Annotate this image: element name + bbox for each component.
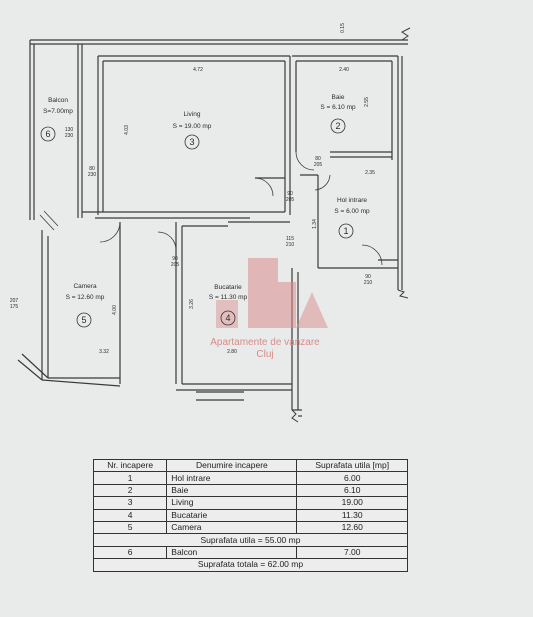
dim-living-width: 4.72 <box>193 67 203 73</box>
header-area: Suprafata utila [mp] <box>296 458 408 473</box>
area-table: Nr. incapere Denumire incapere Suprafata… <box>92 458 408 572</box>
cell-nr: 3 <box>92 496 168 510</box>
cell-nr: 4 <box>92 508 168 522</box>
dimension-labels: 4.72 4.03 2.40 2.55 2.35 1.34 3.32 4.00 … <box>10 23 375 355</box>
room-number-living: 3 <box>189 137 194 147</box>
table-row: 5 Camera 12.60 <box>92 520 408 535</box>
room-area-baie: S = 6.10 mp <box>320 104 356 111</box>
dim-living-height: 4.03 <box>124 125 130 135</box>
table-summary-util: Suprafata utila = 55.00 mp <box>93 533 408 547</box>
walls <box>17 39 408 417</box>
header-name: Denumire incapere <box>166 458 298 473</box>
header-nr: Nr. incapere <box>92 458 168 473</box>
dim-bucatarie-height: 3.26 <box>189 299 195 309</box>
cell-nr: 1 <box>92 471 168 485</box>
table-row: 6 Balcon 7.00 <box>92 545 408 560</box>
watermark-line1: Apartamente de vanzare <box>210 337 320 348</box>
watermark-line2: Cluj <box>256 349 273 360</box>
room-name-living: Living <box>184 111 201 118</box>
room-number-balcon: 6 <box>45 129 50 139</box>
cell-area: 7.00 <box>296 545 408 560</box>
dim-camera-height: 4.00 <box>112 305 118 315</box>
room-name-camera: Camera <box>73 283 97 290</box>
dim-baie-width: 2.40 <box>339 67 349 73</box>
cell-nr: 5 <box>92 520 168 535</box>
cell-name: Living <box>166 496 298 510</box>
room-number-hol: 1 <box>343 226 348 236</box>
cell-nr: 2 <box>92 483 168 498</box>
room-name-balcon: Balcon <box>48 97 68 104</box>
dim-hol-width: 2.35 <box>365 170 375 176</box>
room-area-balcon: S=7.00mp <box>43 108 73 115</box>
cell-name: Baie <box>166 483 298 498</box>
table-row: 2 Baie 6.10 <box>92 483 408 498</box>
dim-baie-height: 2.55 <box>364 97 370 107</box>
room-name-hol: Hol intrare <box>337 197 367 204</box>
room-area-living: S = 19.00 mp <box>173 123 212 130</box>
table-row: 1 Hol intrare 6.00 <box>92 471 408 485</box>
dim-hol-height: 1.34 <box>312 219 318 229</box>
table-row: 4 Bucatarie 11.30 <box>92 508 408 522</box>
room-area-hol: S = 6.00 mp <box>334 208 370 215</box>
room-name-bucatarie: Bucatarie <box>214 284 242 291</box>
cell-area: 6.10 <box>296 483 408 498</box>
cell-area: 12.60 <box>296 520 408 535</box>
room-area-camera: S = 12.60 mp <box>66 294 105 301</box>
cell-nr: 6 <box>92 545 168 560</box>
cell-area: 11.30 <box>296 508 408 522</box>
watermark: Apartamente de vanzare Cluj <box>210 258 328 360</box>
room-number-baie: 2 <box>335 121 340 131</box>
dim-top-corner: 0.15 <box>340 23 346 33</box>
dim-camera-width: 3.32 <box>99 349 109 355</box>
cell-name: Balcon <box>166 545 298 560</box>
room-labels: Balcon S=7.00mp 6 Living S = 19.00 mp 3 … <box>40 94 370 328</box>
cell-name: Camera <box>166 520 298 535</box>
cell-name: Hol intrare <box>166 471 298 485</box>
cell-area: 6.00 <box>296 471 408 485</box>
room-number-camera: 5 <box>81 315 86 325</box>
cell-name: Bucatarie <box>166 508 298 522</box>
room-number-bucatarie: 4 <box>225 313 230 323</box>
table-row: 3 Living 19.00 <box>92 496 408 510</box>
summary-total: Suprafata totala = 62.00 mp <box>93 558 408 572</box>
summary-util: Suprafata utila = 55.00 mp <box>93 533 408 547</box>
table-summary-total: Suprafata totala = 62.00 mp <box>93 558 408 572</box>
dim-bucatarie-width: 2.80 <box>227 349 237 355</box>
table-header-row: Nr. incapere Denumire incapere Suprafata… <box>92 458 408 473</box>
room-name-baie: Baie <box>331 94 344 101</box>
break-lines <box>291 27 411 423</box>
room-area-bucatarie: S = 11.30 mp <box>209 294 248 301</box>
floor-plan: Apartamente de vanzare Cluj Balcon S=7.0… <box>10 23 411 423</box>
door-swings <box>39 151 383 266</box>
cell-area: 19.00 <box>296 496 408 510</box>
